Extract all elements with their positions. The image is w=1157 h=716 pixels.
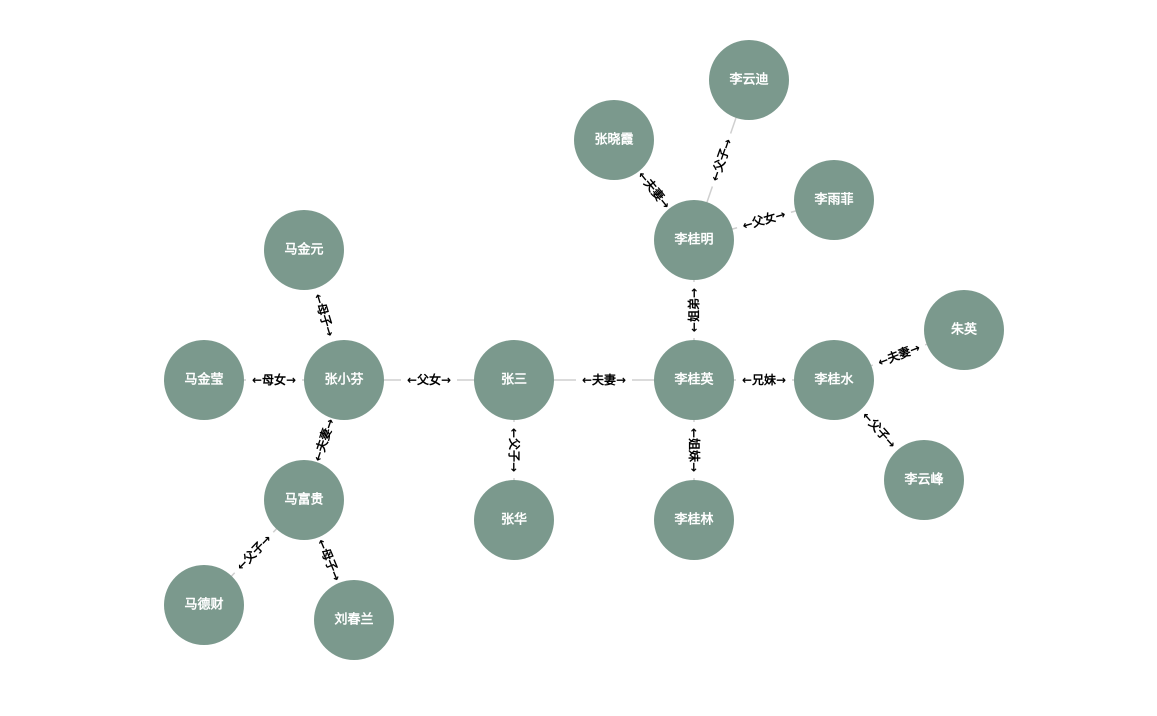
node-circle[interactable] [924, 290, 1004, 370]
node-liguilin[interactable]: 李桂林 [654, 480, 734, 560]
edge-label-background [246, 372, 302, 388]
node-circle[interactable] [709, 40, 789, 120]
node-circle[interactable] [314, 580, 394, 660]
edge-label-background [686, 422, 702, 478]
edge-label: ←夫妻→ [309, 417, 337, 464]
edge-label-group: ←姐弟→ [686, 282, 702, 338]
edge-label-background [630, 163, 678, 217]
edge-label-background [686, 282, 702, 338]
node-madecai[interactable]: 马德财 [164, 565, 244, 645]
node-zhangsan[interactable]: 张三 [474, 340, 554, 420]
edge-label-group: ←父子→ [228, 526, 280, 579]
edge-label: ←兄妹→ [742, 372, 786, 387]
edge-label-background [736, 372, 792, 388]
node-circle[interactable] [264, 210, 344, 290]
edge-label-background [307, 410, 341, 470]
node-zhanghua[interactable]: 张华 [474, 480, 554, 560]
edge-label-background [854, 403, 904, 457]
edge-label-group: ←姐妹→ [686, 422, 702, 478]
node-circle[interactable] [884, 440, 964, 520]
edge-label: ←父子→ [859, 409, 899, 451]
node-circle[interactable] [794, 160, 874, 240]
node-zhangxiaofen[interactable]: 张小芬 [304, 340, 384, 420]
edge-label: ←父子→ [507, 428, 521, 472]
edge-label: ←母女→ [252, 372, 296, 387]
edge-label: ←夫妻→ [876, 340, 923, 370]
edge-label-group: ←夫妻→ [869, 337, 929, 373]
edge-label-background [228, 526, 280, 579]
edge-label-group: ←父子→ [704, 130, 739, 190]
node-circle[interactable] [164, 565, 244, 645]
edge-label-background [734, 204, 794, 236]
edge-label: ←夫妻→ [582, 372, 626, 387]
node-liuchunlan[interactable]: 刘春兰 [314, 580, 394, 660]
node-zhangxiaoxia[interactable]: 张晓霞 [574, 100, 654, 180]
edge-label: ←父女→ [407, 372, 451, 387]
node-liyunfeng[interactable]: 李云峰 [884, 440, 964, 520]
node-liguishui[interactable]: 李桂水 [794, 340, 874, 420]
node-circle[interactable] [474, 480, 554, 560]
node-zhuying[interactable]: 朱英 [924, 290, 1004, 370]
edge-label-group: ←父女→ [401, 372, 457, 388]
edge-label: ←姐妹→ [687, 428, 702, 472]
node-circle[interactable] [654, 480, 734, 560]
edge-label-background [704, 130, 739, 190]
node-liyufei[interactable]: 李雨菲 [794, 160, 874, 240]
node-liguiying[interactable]: 李桂英 [654, 340, 734, 420]
node-circle[interactable] [264, 460, 344, 540]
edge-label-group: ←夫妻→ [307, 410, 341, 470]
node-circle[interactable] [654, 340, 734, 420]
edge-label-group: ←母子→ [308, 285, 340, 345]
edge-label-background [576, 372, 632, 388]
edge-label: ←姐弟→ [686, 288, 701, 332]
edge-label: ←父子→ [708, 137, 736, 183]
edge-label: ←父子→ [234, 532, 275, 574]
node-circle[interactable] [574, 100, 654, 180]
edge-label-group: ←父子→ [506, 422, 522, 478]
node-circle[interactable] [794, 340, 874, 420]
edge-label-background [310, 531, 348, 589]
node-liyundi[interactable]: 李云迪 [709, 40, 789, 120]
edge-label: ←父女→ [741, 206, 788, 233]
edge-label-group: ←父女→ [734, 204, 794, 236]
node-circle[interactable] [164, 340, 244, 420]
edge-label-group: ←兄妹→ [736, 372, 792, 388]
edge-label: ←夫妻→ [635, 168, 674, 212]
node-majinying[interactable]: 马金莹 [164, 340, 244, 420]
edge-label-group: ←母子→ [310, 531, 348, 589]
node-circle[interactable] [304, 340, 384, 420]
node-liguiming[interactable]: 李桂明 [654, 200, 734, 280]
edge-label-background [401, 372, 457, 388]
edge-label-group: ←夫妻→ [576, 372, 632, 388]
node-majinyuan[interactable]: 马金元 [264, 210, 344, 290]
node-circle[interactable] [654, 200, 734, 280]
edge-label: ←母子→ [311, 292, 337, 338]
edge-label-group: ←父子→ [854, 403, 904, 457]
edge-label-group: ←母女→ [246, 372, 302, 388]
edge-label-background [308, 285, 340, 345]
node-circle[interactable] [474, 340, 554, 420]
edge-label-background [869, 337, 929, 373]
edge-label-background [506, 422, 522, 478]
edge-label: ←母子→ [314, 537, 344, 583]
node-mafugui[interactable]: 马富贵 [264, 460, 344, 540]
